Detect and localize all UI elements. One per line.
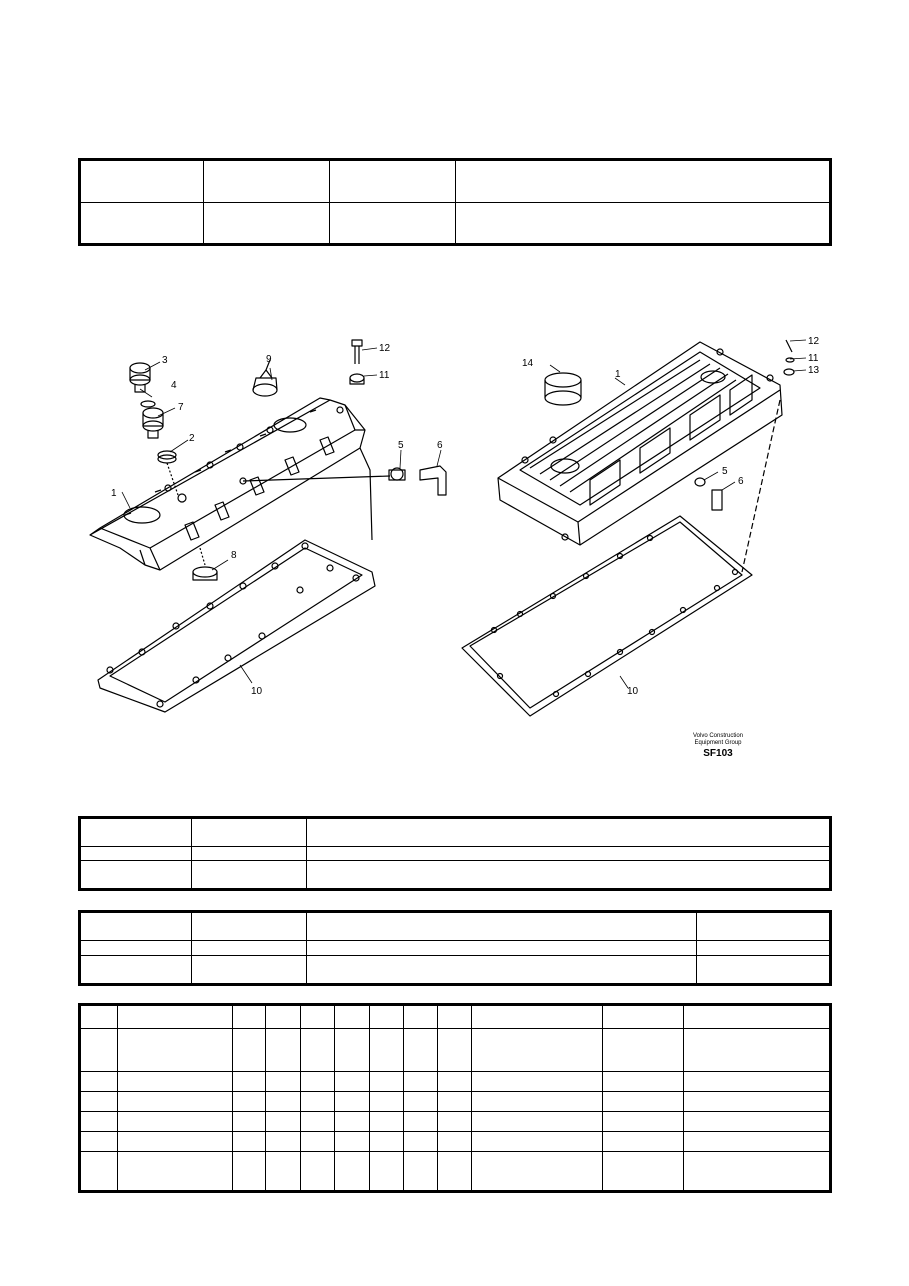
callout-left-10: 10 bbox=[251, 686, 263, 697]
callout-left-6: 6 bbox=[437, 440, 443, 451]
info-cell bbox=[191, 817, 307, 847]
cap-part-14 bbox=[544, 372, 582, 406]
info-cell bbox=[79, 940, 192, 956]
callout-left-12: 12 bbox=[379, 343, 391, 354]
oring-part-4 bbox=[140, 400, 156, 408]
info-cell bbox=[191, 954, 307, 986]
info-cell bbox=[191, 845, 307, 862]
callout-left-1: 1 bbox=[111, 488, 117, 499]
callout-right-6: 6 bbox=[738, 476, 744, 487]
info-cell bbox=[191, 860, 307, 890]
bolt-part-12 bbox=[351, 339, 363, 364]
valve-cover-right bbox=[497, 341, 783, 546]
callout-right-12: 12 bbox=[808, 336, 820, 347]
info-cell bbox=[306, 954, 697, 986]
info-table-2 bbox=[78, 910, 832, 986]
table-row bbox=[79, 1151, 831, 1192]
valve-cover-left bbox=[89, 397, 373, 571]
callout-left-4: 4 bbox=[171, 380, 177, 391]
callout-left-8: 8 bbox=[231, 550, 237, 561]
info-cell bbox=[696, 910, 831, 942]
filler-cap-part-9 bbox=[252, 359, 278, 397]
parts-list-table bbox=[78, 1003, 832, 1193]
elbow-part-6 bbox=[419, 465, 447, 496]
header-cell bbox=[329, 159, 456, 203]
credit-line-1: Volvo Construction bbox=[693, 733, 743, 739]
credit-line-2: Equipment Group bbox=[694, 740, 742, 746]
info-cell bbox=[696, 940, 831, 956]
header-cell bbox=[329, 202, 456, 245]
callout-right-5: 5 bbox=[722, 466, 728, 477]
info-cell bbox=[306, 860, 831, 890]
info-cell bbox=[696, 954, 831, 986]
washer-part-2 bbox=[157, 450, 177, 464]
info-cell bbox=[79, 817, 192, 847]
plug-part-3 bbox=[129, 362, 151, 393]
fitting-part-5 bbox=[388, 467, 406, 481]
nut-part-11 bbox=[349, 373, 365, 385]
header-cell bbox=[79, 159, 204, 203]
info-table-1 bbox=[78, 816, 832, 891]
table-row bbox=[79, 1091, 831, 1112]
callout-left-3: 3 bbox=[162, 355, 168, 366]
table-row bbox=[79, 1131, 831, 1152]
header-table bbox=[78, 158, 832, 246]
figure-id: SF103 bbox=[703, 748, 733, 759]
info-cell bbox=[306, 845, 831, 862]
callout-left-11: 11 bbox=[379, 370, 390, 381]
header-cell bbox=[455, 159, 831, 203]
info-cell bbox=[306, 910, 697, 942]
table-row bbox=[79, 1071, 831, 1092]
gasket-right bbox=[461, 515, 753, 717]
plug-part-7 bbox=[142, 407, 164, 439]
info-cell bbox=[306, 817, 831, 847]
info-cell bbox=[79, 910, 192, 942]
info-cell bbox=[79, 845, 192, 862]
callout-right-10: 10 bbox=[627, 686, 639, 697]
callout-left-7: 7 bbox=[178, 402, 184, 413]
callout-right-11: 11 bbox=[808, 353, 819, 364]
info-cell bbox=[191, 910, 307, 942]
header-cell bbox=[455, 202, 831, 245]
header-cell bbox=[203, 159, 330, 203]
callout-left-9: 9 bbox=[266, 354, 272, 365]
table-row bbox=[79, 1111, 831, 1132]
header-cell bbox=[79, 202, 204, 245]
gasket-left bbox=[97, 539, 376, 713]
info-cell bbox=[79, 954, 192, 986]
info-cell bbox=[191, 940, 307, 956]
callout-left-5: 5 bbox=[398, 440, 404, 451]
callout-right-1: 1 bbox=[615, 369, 621, 380]
breather-part-8 bbox=[192, 547, 218, 581]
info-cell bbox=[79, 860, 192, 890]
callout-right-14: 14 bbox=[522, 358, 534, 369]
parts-drawing: 1 2 3 4 5 6 7 8 9 10 11 12 1 5 6 10 11 1… bbox=[89, 336, 820, 759]
info-cell bbox=[306, 940, 697, 956]
callout-right-13: 13 bbox=[808, 365, 820, 376]
callout-left-2: 2 bbox=[189, 433, 195, 444]
header-cell bbox=[203, 202, 330, 245]
